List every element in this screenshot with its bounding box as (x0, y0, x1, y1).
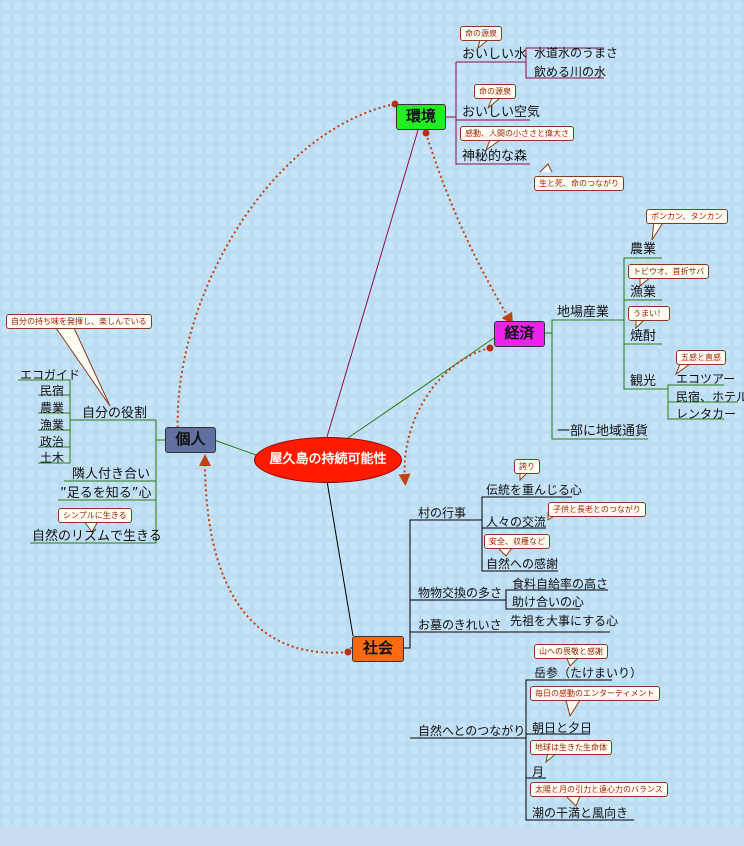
soc-moon[interactable]: 月 (532, 765, 545, 779)
callout-tide: 太陽と月の引力と遠心力のバランス (530, 782, 668, 797)
soc-nature[interactable]: 自然へとのつながり (418, 724, 526, 738)
soc-tide[interactable]: 潮の干満と風向き (532, 806, 629, 820)
ind-role-child-6[interactable]: 土木 (40, 451, 65, 465)
link-center-society (326, 480, 354, 637)
soc-barter-child-1[interactable]: 食料自給率の高さ (512, 577, 609, 591)
eco-tourism-child-3[interactable]: レンタカー (676, 407, 737, 421)
topic-economy[interactable]: 経済 (494, 321, 545, 347)
relation-economy-society (398, 347, 491, 486)
env-water-child-2[interactable]: 飲める川の水 (534, 65, 607, 79)
ind-enough[interactable]: ”足るを知る”心 (60, 486, 152, 501)
eco-fish[interactable]: 漁業 (630, 285, 657, 300)
topic-society[interactable]: 社会 (352, 636, 404, 662)
callout-rhythm: シンプルに生きる (58, 508, 132, 523)
ind-role-child-5[interactable]: 政治 (40, 435, 65, 449)
soc-barter[interactable]: 物物交換の多さ (418, 586, 503, 600)
callout-fish: トビウオ、首折サバ (628, 264, 710, 279)
link-center-individual (213, 439, 257, 456)
ind-role-child-1[interactable]: エコガイド (20, 368, 81, 382)
env-water-child-1[interactable]: 水道水のうまさ (534, 46, 619, 60)
eco-currency[interactable]: 一部に地域通貨 (557, 424, 649, 439)
callout-tourism: 五感と直感 (676, 350, 726, 365)
ind-neighbors[interactable]: 隣人付き合い (72, 467, 151, 482)
callout-shochu: うまい！ (628, 306, 670, 321)
env-forest[interactable]: 神秘的な森 (462, 149, 528, 164)
ind-role[interactable]: 自分の役割 (82, 406, 148, 421)
callout-role: 自分の持ち味を発揮し、楽しんでいる (6, 314, 152, 329)
eco-tourism[interactable]: 観光 (630, 374, 657, 389)
canvas-bottom-margin (0, 826, 744, 846)
soc-graves-child[interactable]: 先祖を大事にする心 (510, 614, 619, 628)
callout-air: 命の源泉 (474, 84, 516, 99)
callout-forest-top: 感動、人間の小ささと偉大さ (460, 126, 574, 141)
central-topic[interactable]: 屋久島の持続可能性 (254, 437, 402, 483)
callout-pilgrimage: 山への畏敬と感謝 (534, 644, 608, 659)
soc-gratitude[interactable]: 自然への感謝 (486, 557, 559, 571)
callout-agri: ポンカン、タンカン (646, 209, 728, 224)
env-air[interactable]: おいしい空気 (462, 105, 541, 120)
env-water[interactable]: おいしい水 (462, 47, 528, 62)
callout-gratitude: 安全、収穫など (484, 534, 550, 549)
relation-environment-individual (171, 103, 396, 446)
callout-water: 命の源泉 (460, 26, 502, 41)
ind-role-child-3[interactable]: 農業 (40, 401, 65, 415)
soc-exchange[interactable]: 人々の交流 (486, 515, 547, 529)
topic-environment[interactable]: 環境 (396, 104, 446, 130)
economy-branches (543, 257, 738, 440)
topic-individual[interactable]: 個人 (165, 427, 216, 453)
ind-rhythm[interactable]: 自然のリズムで生きる (32, 529, 162, 544)
callout-forest-bottom: 生と死、命のつながり (534, 176, 624, 191)
callout-moon: 地球は生きた生命体 (530, 740, 612, 755)
ind-role-child-4[interactable]: 漁業 (40, 418, 65, 432)
soc-barter-child-2[interactable]: 助け合いの心 (512, 595, 585, 609)
link-center-environment (326, 129, 419, 438)
eco-local-industry[interactable]: 地場産業 (557, 305, 610, 320)
callout-sunset: 毎日の感動のエンターティメント (530, 686, 660, 701)
environment-branches (444, 47, 604, 165)
ind-role-child-2[interactable]: 民宿 (40, 384, 65, 398)
eco-agri[interactable]: 農業 (630, 242, 657, 257)
callout-exchange: 子供と長老とのつながり (548, 502, 646, 517)
soc-events[interactable]: 村の行事 (418, 506, 467, 520)
individual-branches (18, 379, 165, 544)
relation-environment-economy (425, 132, 514, 326)
eco-shochu[interactable]: 焼酎 (630, 329, 657, 344)
soc-pilgrimage[interactable]: 岳参（たけまいり） (534, 666, 643, 680)
soc-sunset[interactable]: 朝日と夕日 (532, 721, 593, 735)
link-center-economy (344, 337, 495, 441)
relation-society-individual (199, 454, 349, 654)
eco-tourism-child-1[interactable]: エコツアー (676, 372, 736, 386)
soc-tradition[interactable]: 伝統を重んじる心 (486, 483, 583, 497)
soc-graves[interactable]: お墓のきれいさ (418, 618, 502, 632)
eco-tourism-child-2[interactable]: 民宿、ホテル (676, 390, 744, 404)
callout-tradition: 誇り (514, 459, 540, 474)
